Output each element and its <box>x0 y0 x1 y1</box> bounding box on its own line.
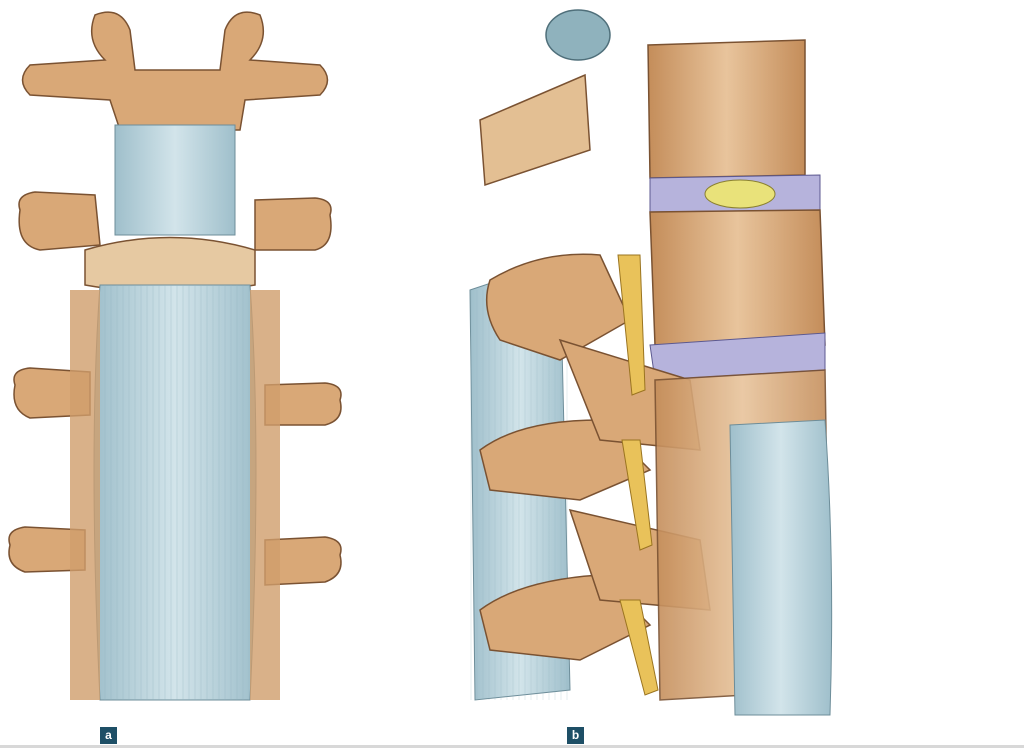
transverse-process <box>479 73 591 187</box>
spinous-processes <box>8 11 342 586</box>
panel-a-posterior-view <box>8 11 342 701</box>
anterior-longitudinal-ligament <box>729 419 833 716</box>
bottom-divider <box>0 745 1024 748</box>
nucleus-pulposus <box>704 179 776 209</box>
panel-label-a: a <box>100 727 117 744</box>
vertebral-body-edge-right <box>250 290 280 700</box>
panel-label-b: b <box>567 727 584 744</box>
vertebral-body-middle <box>649 209 826 346</box>
spinal-nerves <box>617 254 659 696</box>
ligamentum-flavum <box>114 124 236 236</box>
vertebral-body-upper <box>647 39 806 179</box>
vertebral-body-edge-left <box>70 290 100 700</box>
vertebral-lamina <box>84 236 256 294</box>
articular-process-top <box>545 9 611 61</box>
panel-b-lateral-view <box>469 9 833 716</box>
